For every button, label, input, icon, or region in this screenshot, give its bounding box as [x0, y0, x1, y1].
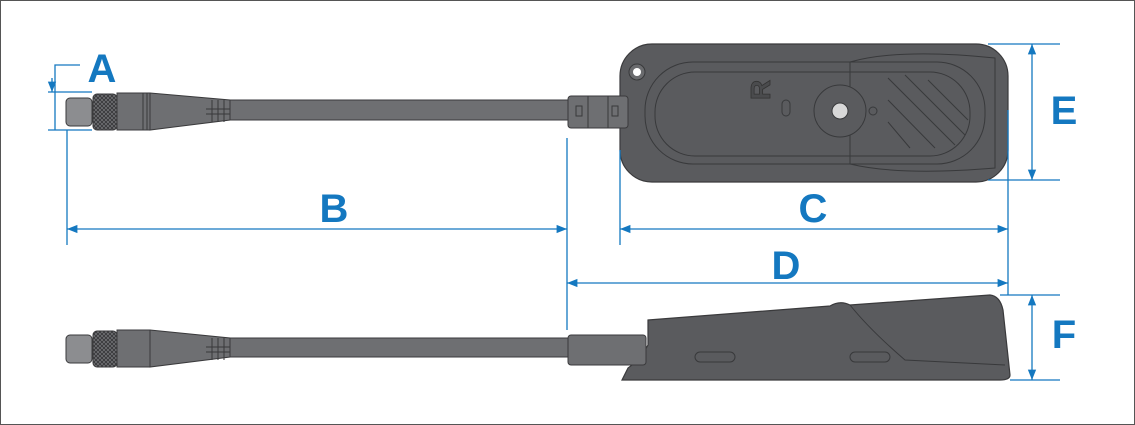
side-connector — [65, 329, 574, 368]
label-f: F — [1052, 313, 1076, 357]
screw-icon — [831, 102, 849, 120]
dimension-b: B — [67, 138, 568, 330]
logo-mark: R — [745, 80, 776, 100]
label-e: E — [1051, 89, 1078, 133]
device-side-view — [567, 294, 1011, 381]
label-c: C — [799, 187, 828, 231]
dimension-f: F — [1000, 294, 1076, 381]
dimension-c: C — [619, 110, 1009, 295]
label-d: D — [772, 244, 801, 288]
label-a: A — [88, 47, 117, 91]
dimension-d: D — [567, 244, 1008, 288]
label-b: B — [320, 187, 349, 231]
dimension-e: E — [988, 43, 1078, 181]
dimension-a: A — [47, 47, 117, 245]
top-connector — [65, 92, 574, 131]
device-top-view: R — [567, 43, 1009, 183]
